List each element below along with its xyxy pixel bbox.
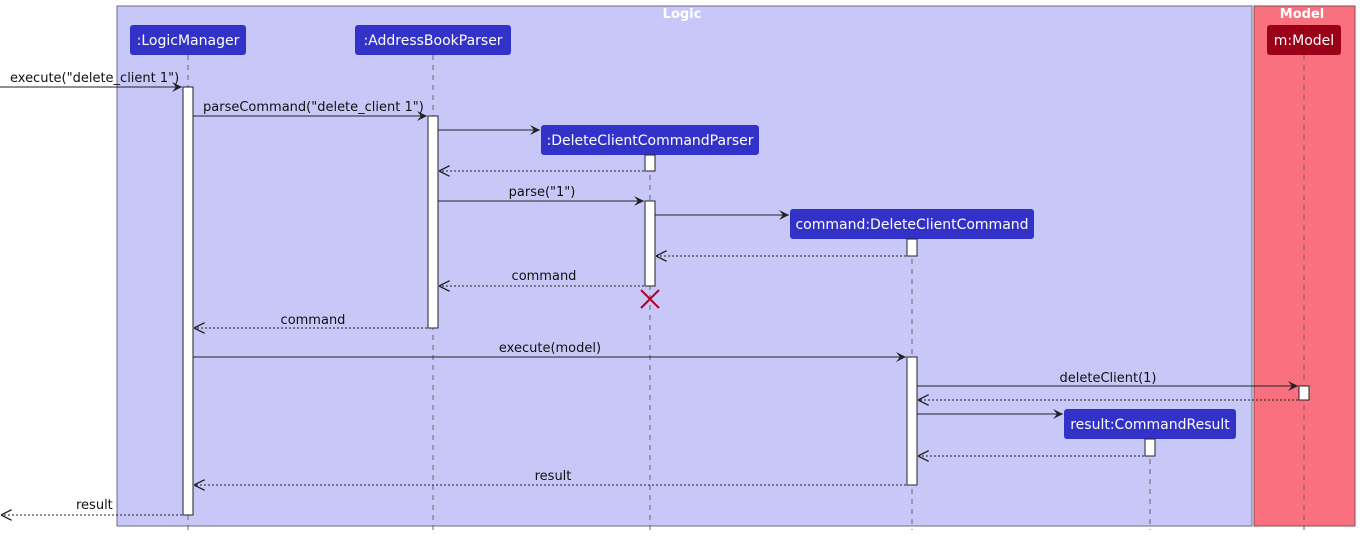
- logic-box: [116, 5, 1253, 527]
- delete-client-command-parser-participant: [541, 125, 759, 155]
- delete-client-command-label: command:DeleteClientCommand: [795, 217, 1028, 233]
- address-book-parser-label: :AddressBookParser: [363, 33, 502, 49]
- delete-client-command-parser-label: :DeleteClientCommandParser: [546, 133, 753, 149]
- command-result-activation: [1144, 438, 1156, 457]
- command-result-label: result:CommandResult: [1070, 417, 1230, 433]
- delete-client-command-parser-activation-2: [644, 200, 656, 287]
- return-command-from-parser-label: command: [512, 269, 577, 284]
- model-label: m:Model: [1274, 33, 1334, 49]
- model-participant: [1267, 25, 1341, 55]
- destroy-mark: [640, 289, 660, 309]
- model-activation: [1298, 385, 1310, 401]
- execute-model-label: execute(model): [499, 341, 601, 356]
- command-result-participant: [1064, 409, 1236, 439]
- return-result-out-label: result: [76, 498, 113, 513]
- delete-client-command-parser-activation-1: [644, 154, 656, 172]
- address-book-parser-participant: [355, 25, 511, 55]
- logic-box-title: Logic: [663, 7, 702, 22]
- delete-client-command-activation-1: [906, 238, 918, 257]
- execute-call-label: execute("delete_client 1"): [10, 71, 179, 86]
- parse-command-label: parseCommand("delete_client 1"): [203, 100, 424, 115]
- parse-label: parse("1"): [509, 185, 576, 200]
- address-book-parser-activation: [427, 115, 439, 329]
- logic-manager-activation: [182, 86, 194, 516]
- logic-manager-participant: [130, 25, 246, 55]
- delete-client-command-participant: [790, 209, 1034, 239]
- delete-client-label: deleteClient(1): [1059, 371, 1156, 386]
- delete-client-command-activation-2: [906, 356, 918, 486]
- return-command-to-logic-label: command: [281, 313, 346, 328]
- return-result-to-logic-label: result: [535, 469, 572, 484]
- model-box-title: Model: [1280, 7, 1324, 22]
- logic-manager-label: :LogicManager: [137, 33, 240, 49]
